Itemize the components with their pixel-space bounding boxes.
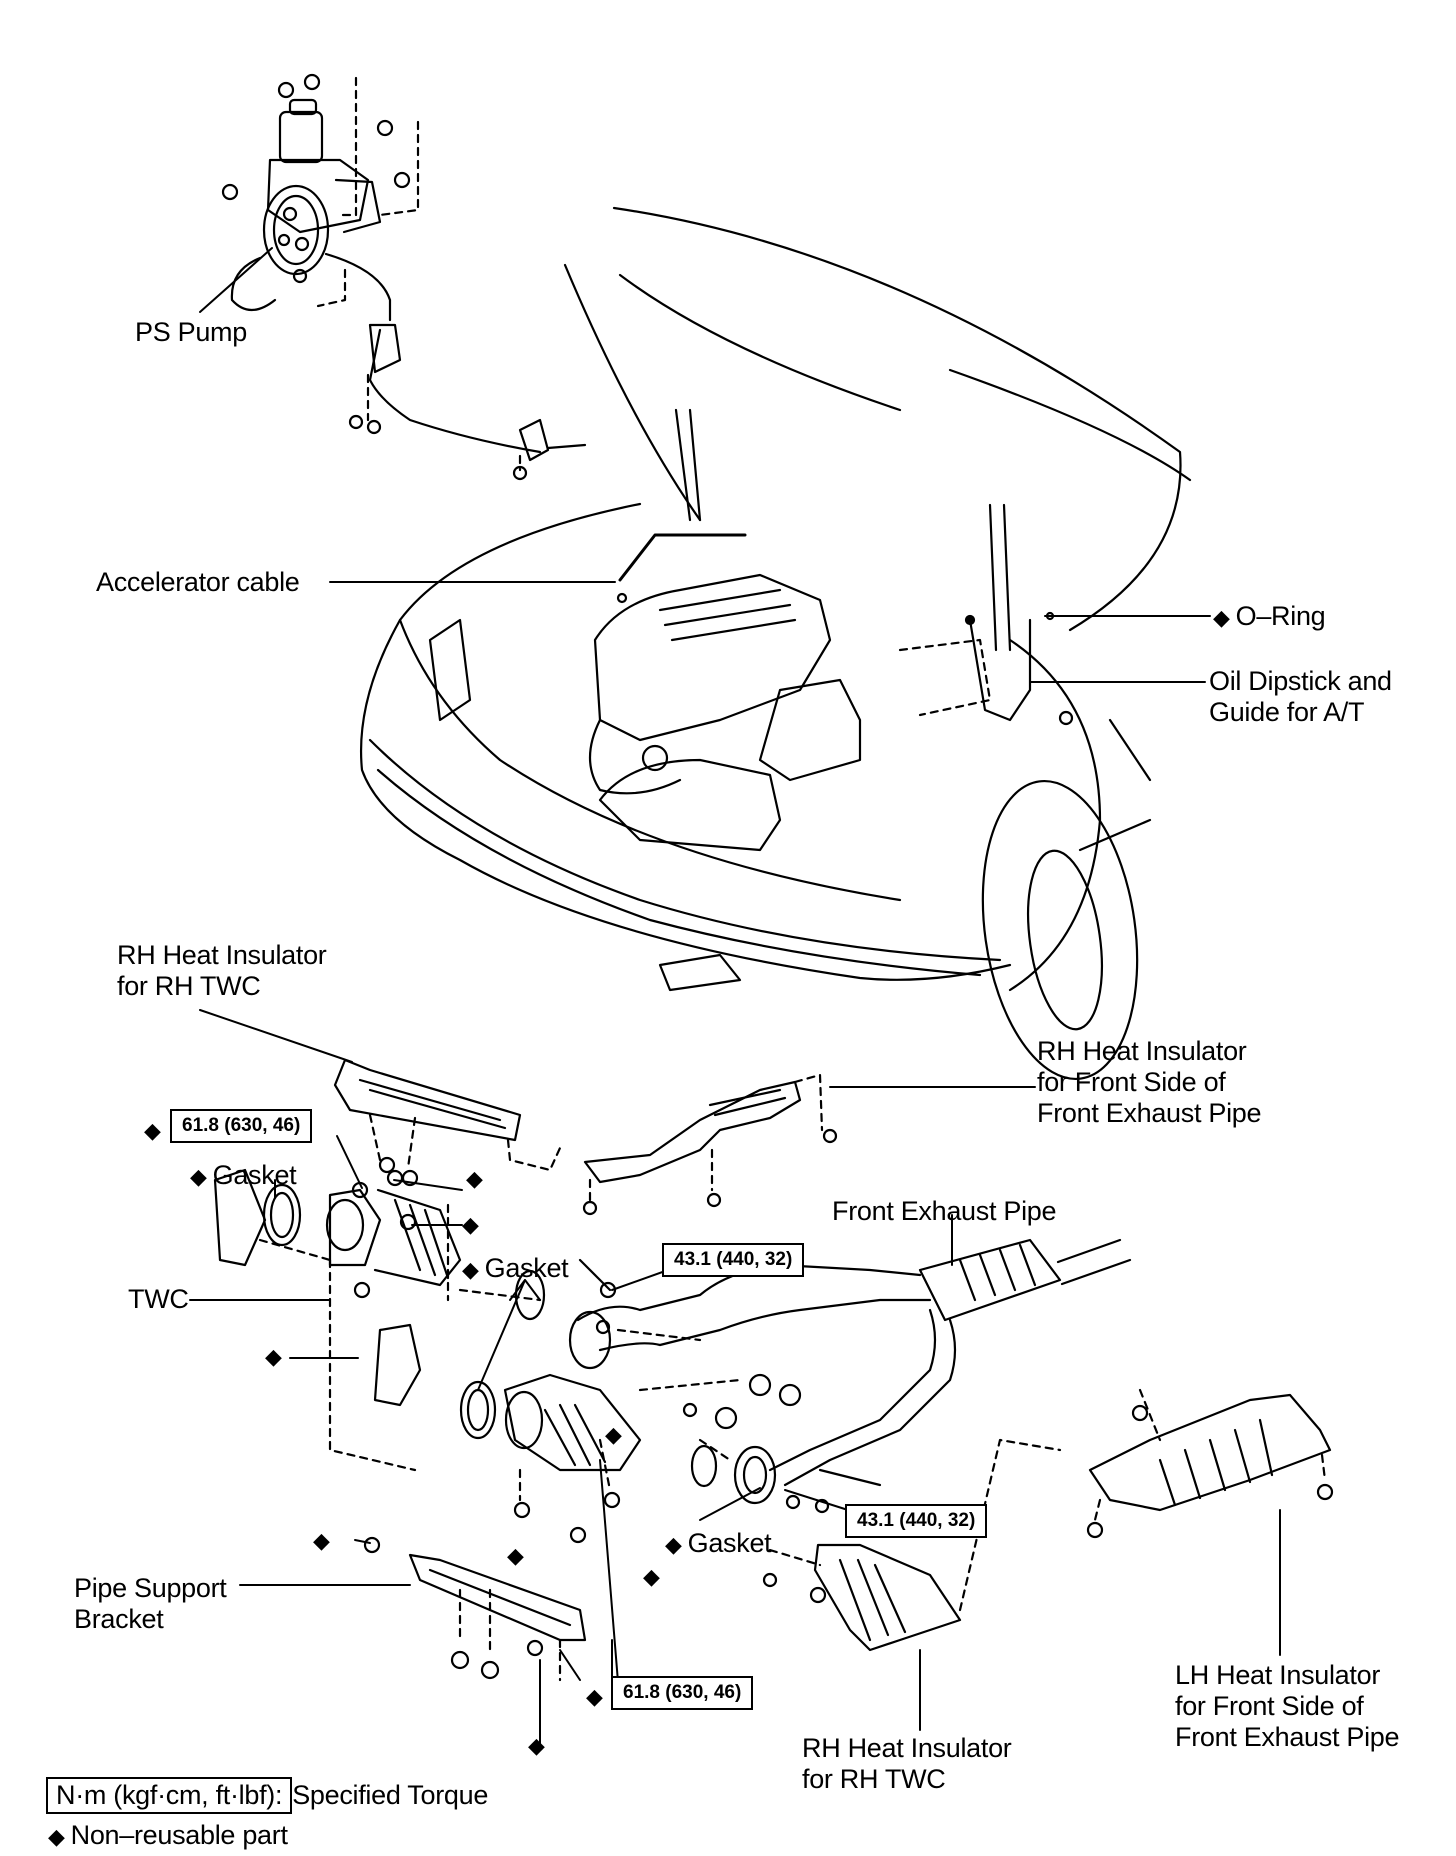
rh-insulator-twc-lower-line1: RH Heat Insulator [802,1733,1012,1763]
non-reusable-diamond-icon: ◆ [462,1257,479,1282]
hood-drawing [563,206,1192,652]
lh-insulator-line1: LH Heat Insulator [1175,1660,1381,1690]
non-reusable-diamond-icon: ◆ [665,1532,682,1557]
o-ring-text: O–Ring [1235,601,1326,631]
label-gasket-2: ◆Gasket [462,1253,569,1285]
engine-drawing [589,533,1074,795]
label-ps-pump: PS Pump [135,317,247,347]
non-reusable-diamond-icon: ◆ [144,1118,161,1143]
legend-non-reusable: ◆Non–reusable part [48,1820,288,1852]
torque-spec-twc-upper: 61.8 (630, 46) [170,1109,313,1143]
label-accelerator-cable: Accelerator cable [96,567,300,597]
car-body-drawing [359,502,1152,1081]
torque-spec-front-pipe-upper: 43.1 (440, 32) [662,1243,805,1277]
pipe-support-line1: Pipe Support [74,1573,227,1603]
non-reusable-diamond-icon: ◆ [507,1543,524,1568]
rh-heat-insulator-front-drawing [582,1073,838,1216]
non-reusable-diamond-icon: ◆ [313,1528,330,1553]
rh-insulator-front-line3: Front Exhaust Pipe [1037,1098,1262,1128]
legend-non-reusable-text: Non–reusable part [70,1820,288,1850]
lh-insulator-line3: Front Exhaust Pipe [1175,1722,1400,1752]
torque-spec-twc-lower: 61.8 (630, 46) [611,1676,754,1710]
non-reusable-diamond-icon: ◆ [528,1733,545,1758]
non-reusable-diamond-icon: ◆ [605,1422,622,1447]
label-twc: TWC [128,1284,189,1314]
non-reusable-diamond-icon: ◆ [190,1164,207,1189]
torque-spec-front-pipe-lower: 43.1 (440, 32) [845,1504,988,1538]
rh-insulator-twc-upper-line1: RH Heat Insulator [117,940,327,970]
pipe-support-bracket-drawing [363,1536,587,1682]
rh-insulator-twc-lower-line2: for RH TWC [802,1764,946,1794]
label-gasket-1: ◆Gasket [190,1160,297,1192]
front-exhaust-pipe-drawing [568,1238,1132,1514]
ps-pump-drawing [221,73,587,481]
non-reusable-diamond-icon: ◆ [586,1684,603,1709]
label-gasket-3: ◆Gasket [665,1528,772,1560]
leader-lines [189,247,1281,1746]
label-front-exhaust-pipe: Front Exhaust Pipe [832,1196,1057,1226]
lh-heat-insulator-drawing [1086,1388,1334,1539]
non-reusable-diamond-icon: ◆ [462,1212,479,1237]
lh-insulator-line2: for Front Side of [1175,1691,1364,1721]
rh-insulator-twc-upper-line2: for RH TWC [117,971,261,1001]
rh-insulator-front-line1: RH Heat Insulator [1037,1036,1247,1066]
rh-heat-insulator-twc-upper-drawing [333,1058,562,1187]
non-reusable-diamond-icon: ◆ [643,1564,660,1589]
non-reusable-diamond-icon: ◆ [48,1824,65,1849]
gasket-1-text: Gasket [212,1160,297,1190]
legend-torque-units: N·m (kgf·cm, ft·lbf): [46,1777,293,1814]
rh-heat-insulator-twc-lower-drawing [762,1438,1062,1652]
non-reusable-diamond-icon: ◆ [466,1166,483,1191]
legend-torque-desc: Specified Torque [292,1780,489,1810]
twc-drawing [213,1168,642,1544]
gasket-2-text: Gasket [484,1253,569,1283]
non-reusable-diamond-icon: ◆ [265,1344,282,1369]
pipe-support-line2: Bracket [74,1604,164,1634]
gasket-3-text: Gasket [687,1528,772,1558]
label-o-ring: ◆O–Ring [1213,601,1326,633]
rh-insulator-front-line2: for Front Side of [1037,1067,1226,1097]
legend-torque: N·m (kgf·cm, ft·lbf):Specified Torque [46,1777,488,1814]
non-reusable-diamond-icon: ◆ [1213,605,1230,630]
oil-dipstick-line2: Guide for A/T [1209,697,1365,727]
oil-dipstick-line1: Oil Dipstick and [1209,666,1392,696]
